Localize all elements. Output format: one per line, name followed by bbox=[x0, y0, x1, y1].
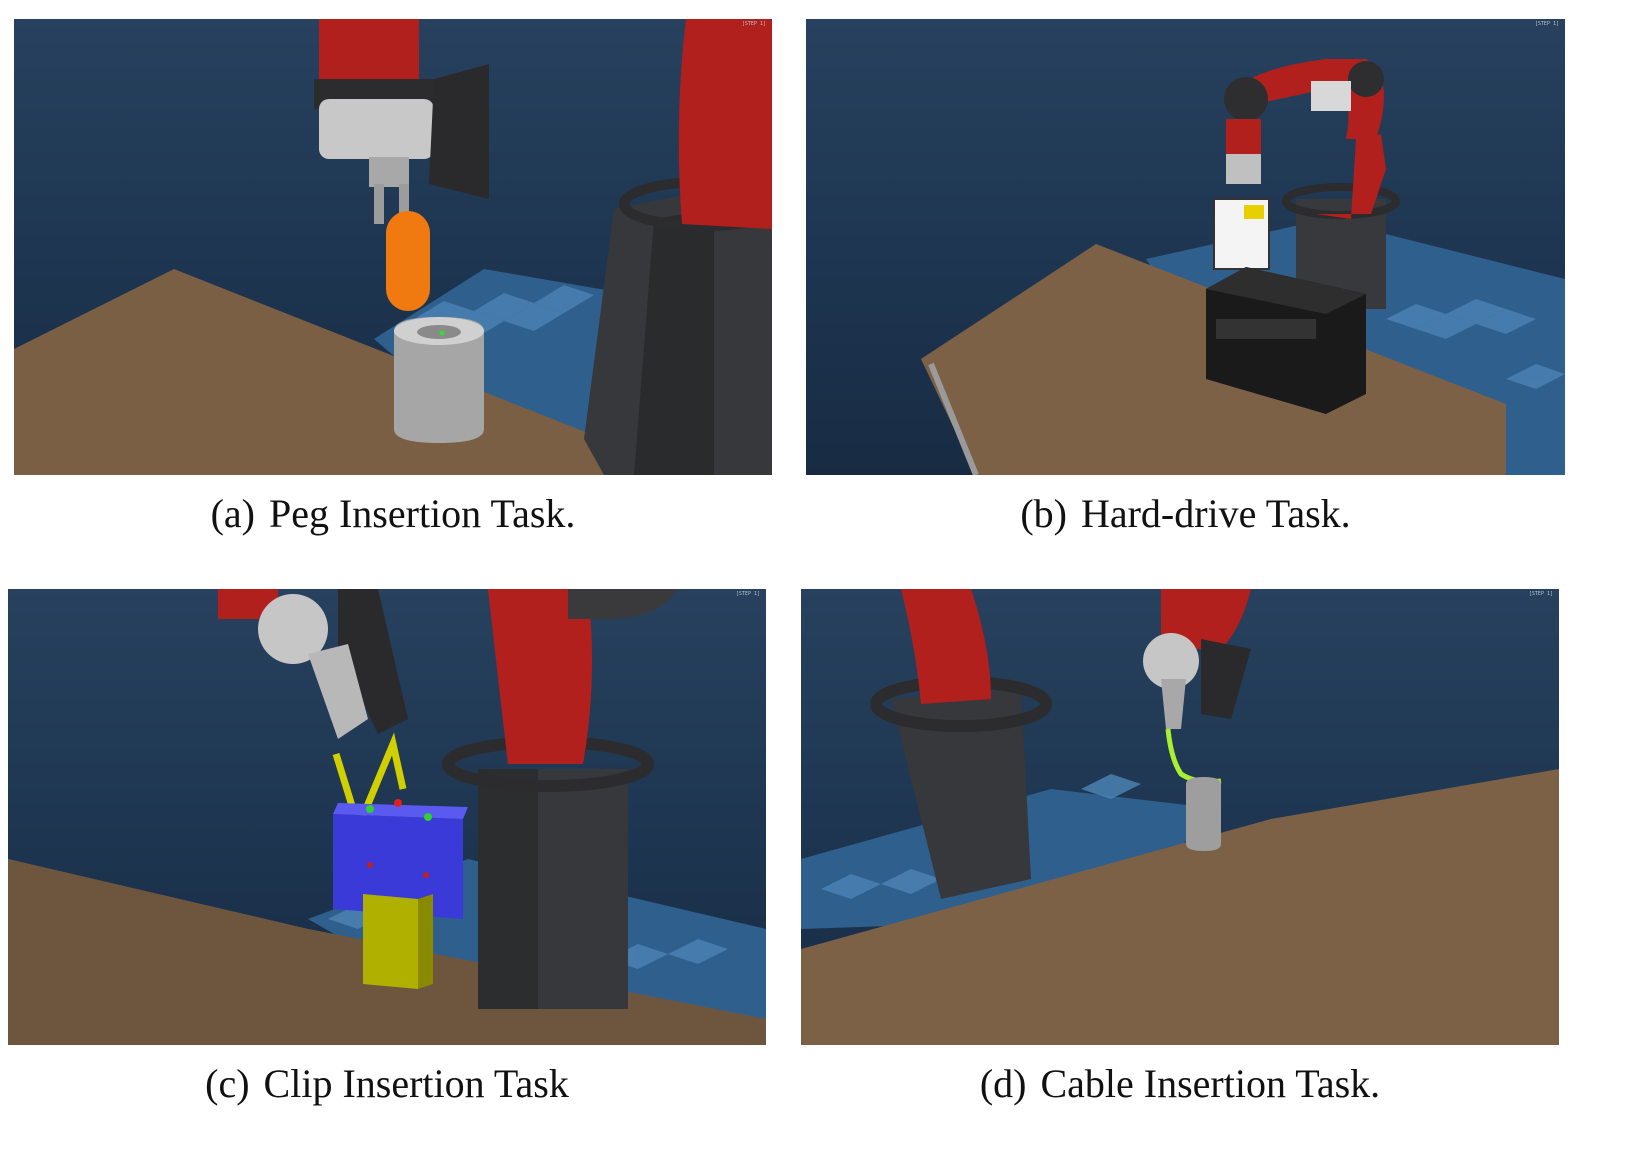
cable-socket-cylinder bbox=[1186, 777, 1221, 851]
gripper-housing bbox=[1143, 633, 1199, 689]
robot-arm-red bbox=[488, 589, 592, 764]
hud-step-label: [STEP 1] bbox=[735, 591, 760, 597]
clip-yellow-block bbox=[363, 894, 418, 989]
caption-text: Hard-drive Task. bbox=[1080, 491, 1351, 536]
clip-insertion-scene: [STEP 1] bbox=[8, 589, 766, 1045]
cable-insertion-scene: [STEP 1] bbox=[801, 589, 1559, 1045]
cable bbox=[1165, 728, 1222, 785]
peg-insertion-scene: [STEP 1] bbox=[14, 19, 772, 475]
caption-tag: (b) bbox=[1020, 491, 1067, 536]
robot-arm-red bbox=[1316, 134, 1386, 219]
clip-blue bbox=[333, 814, 463, 919]
hud-step-label: [STEP 1] bbox=[741, 21, 766, 27]
caption-a: (a) Peg Insertion Task. bbox=[14, 490, 772, 537]
caption-tag: (a) bbox=[210, 491, 255, 536]
table-surface bbox=[801, 769, 1559, 1045]
gripper-housing bbox=[319, 99, 434, 159]
caption-tag: (d) bbox=[979, 1061, 1027, 1106]
hud-step-label: [STEP 1] bbox=[1534, 21, 1559, 27]
robot-pedestal bbox=[891, 689, 1031, 899]
caption-tag: (c) bbox=[205, 1061, 250, 1106]
robot-arm-red bbox=[901, 589, 991, 704]
hud-step-label: [STEP 1] bbox=[1528, 591, 1553, 597]
caption-text: Peg Insertion Task. bbox=[268, 491, 576, 536]
peg bbox=[386, 211, 430, 311]
hole-block bbox=[394, 317, 484, 443]
robot-arm-red bbox=[678, 19, 772, 229]
hard-drive-scene: [STEP 1] bbox=[806, 19, 1565, 475]
caption-c: (c) Clip Insertion Task bbox=[8, 1060, 766, 1107]
cable-insertion-illustration bbox=[801, 589, 1559, 1045]
table-surface bbox=[14, 269, 694, 475]
gripper-housing bbox=[258, 594, 328, 664]
peg-insertion-illustration bbox=[14, 19, 772, 475]
caption-text: Clip Insertion Task bbox=[263, 1061, 569, 1106]
clip-insertion-illustration bbox=[8, 589, 766, 1045]
caption-d: (d) Cable Insertion Task. bbox=[801, 1060, 1559, 1107]
caption-b: (b) Hard-drive Task. bbox=[806, 490, 1565, 537]
caption-text: Cable Insertion Task. bbox=[1040, 1061, 1381, 1106]
hard-drive-illustration bbox=[921, 59, 1565, 475]
